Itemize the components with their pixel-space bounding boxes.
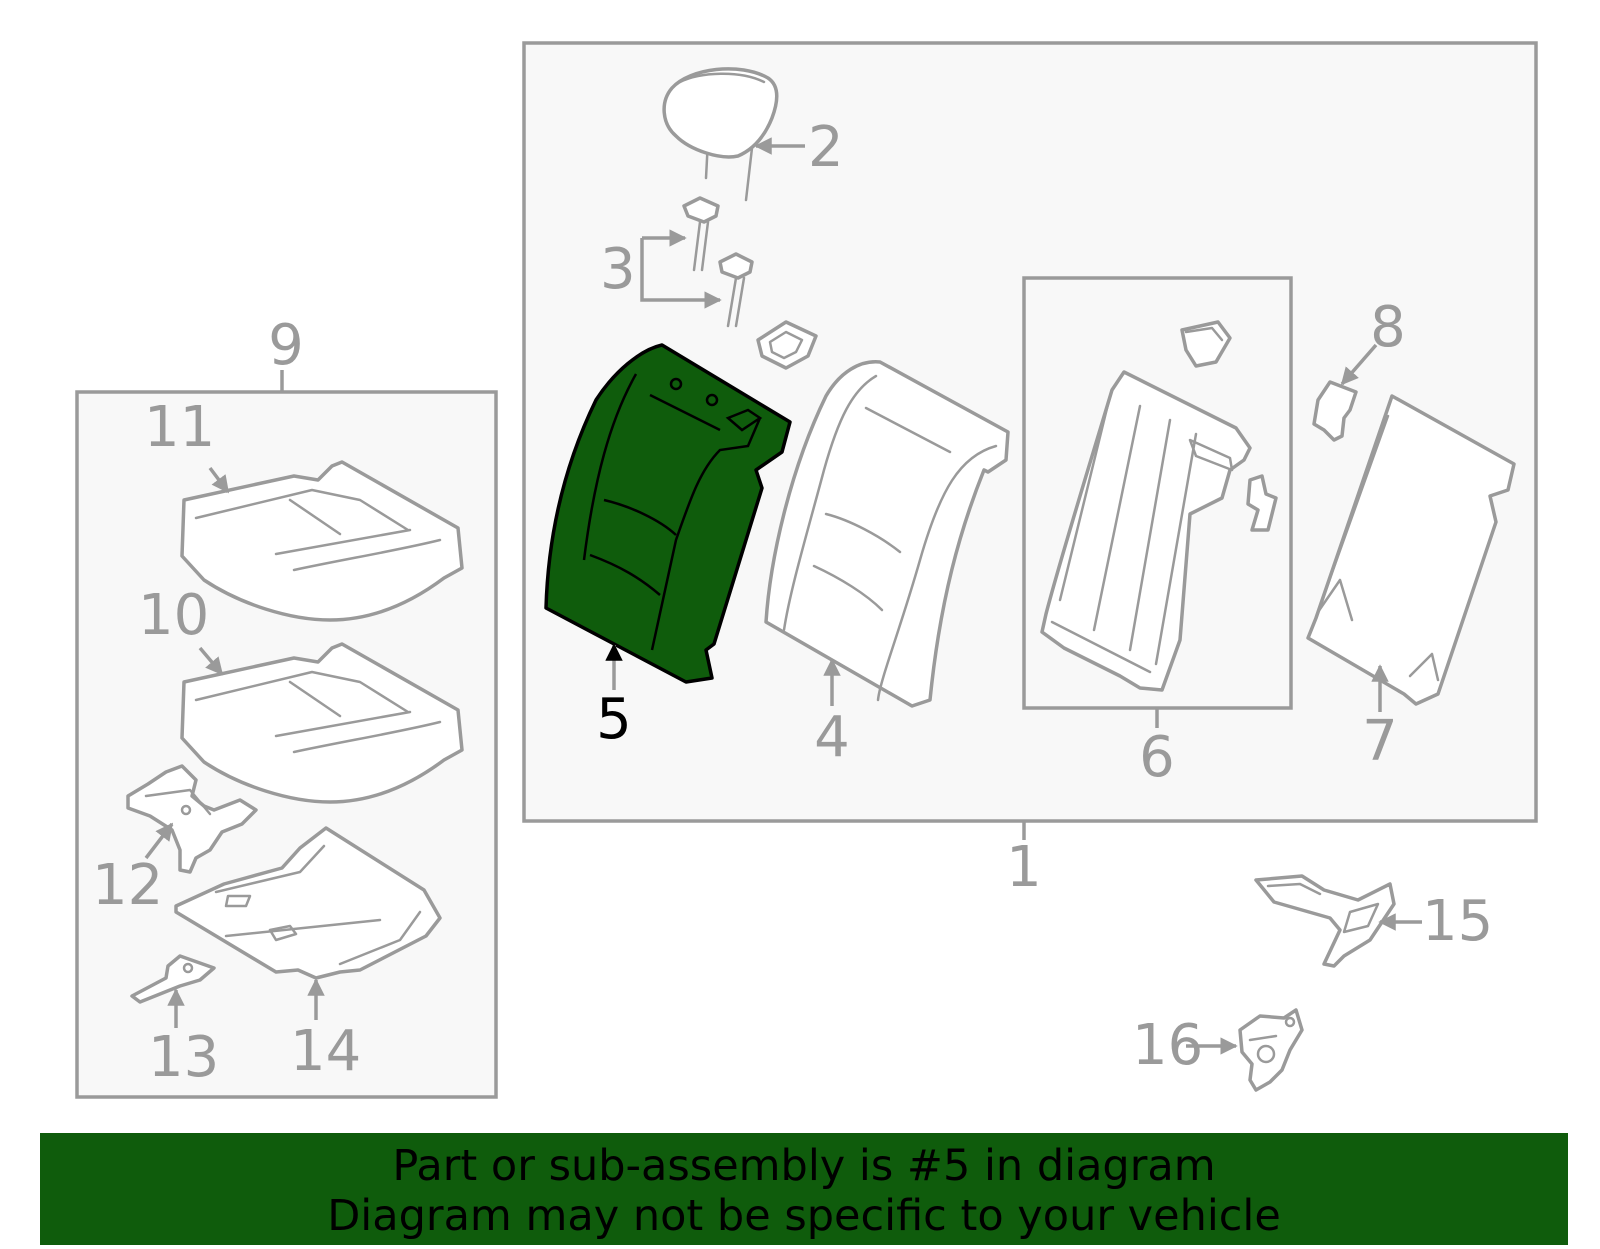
headrest-part-2	[662, 67, 779, 202]
bracket-part-12	[126, 764, 258, 874]
hinge-bracket-part-15	[1254, 874, 1396, 968]
callout-3: 3	[600, 237, 636, 302]
banner-line-disclaimer: Diagram may not be specific to your vehi…	[327, 1191, 1281, 1241]
callout-4: 4	[814, 705, 850, 770]
seat-back-cover-part-4	[764, 360, 1010, 708]
bezel-part	[756, 320, 818, 370]
cushion-pad-part-10	[180, 642, 464, 804]
callout-15: 15	[1422, 889, 1493, 954]
hook-part-13	[130, 954, 216, 1004]
latch-part-16	[1238, 1008, 1304, 1092]
callout-6: 6	[1139, 725, 1175, 790]
callout-16: 16	[1132, 1013, 1203, 1078]
seat-pan-part-14	[174, 826, 442, 980]
info-banner: Part or sub-assembly is #5 in diagram Di…	[40, 1133, 1568, 1245]
callout-10: 10	[138, 583, 209, 648]
callout-5: 5	[596, 687, 632, 752]
callout-8: 8	[1370, 295, 1406, 360]
back-panel-part-7	[1306, 394, 1516, 706]
seat-back-frame-part-6	[1040, 320, 1278, 692]
callout-13: 13	[148, 1025, 219, 1090]
callout-1: 1	[1006, 835, 1042, 900]
callout-9: 9	[268, 313, 304, 378]
cushion-cover-part-11	[180, 460, 464, 622]
callout-12: 12	[92, 853, 163, 918]
seat-back-pad-part-5	[544, 343, 792, 684]
banner-line-part-number: Part or sub-assembly is #5 in diagram	[392, 1141, 1216, 1191]
clip-part-8	[1312, 380, 1358, 442]
callout-11: 11	[144, 395, 215, 460]
guide-part-3	[682, 196, 754, 328]
callout-7: 7	[1362, 709, 1398, 774]
callout-14: 14	[290, 1019, 361, 1084]
callout-2: 2	[808, 115, 844, 180]
